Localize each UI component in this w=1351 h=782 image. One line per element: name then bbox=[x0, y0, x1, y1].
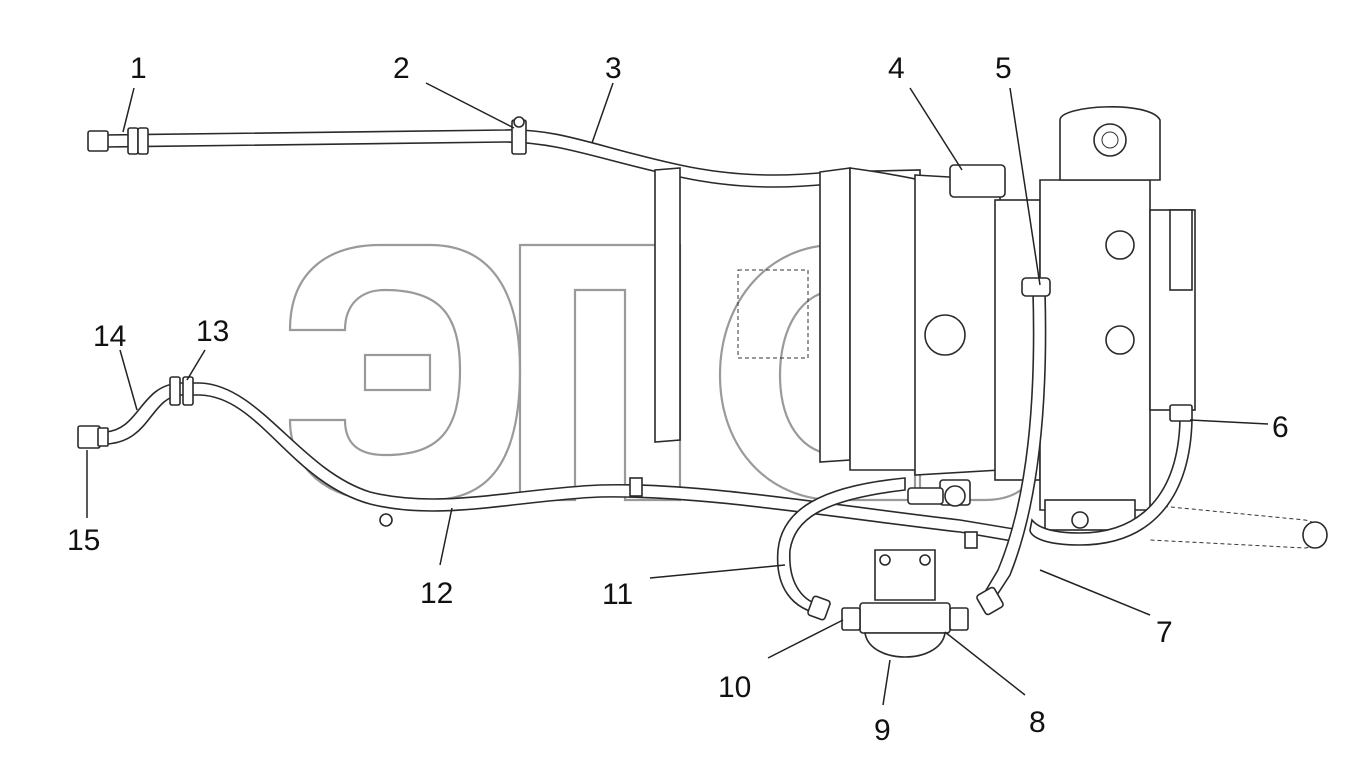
callout-6: 6 bbox=[1272, 411, 1289, 444]
callout-11: 11 bbox=[602, 578, 633, 611]
callout-4: 4 bbox=[888, 52, 905, 85]
callout-13: 13 bbox=[196, 315, 229, 348]
callout-12: 12 bbox=[420, 577, 453, 610]
callout-14: 14 bbox=[93, 320, 126, 353]
engine-block bbox=[654, 106, 1328, 549]
callout-2: 2 bbox=[393, 52, 410, 85]
callout-9: 9 bbox=[874, 714, 891, 747]
upper-fuel-line bbox=[87, 116, 921, 188]
leader-lines bbox=[86, 82, 1269, 706]
callout-8: 8 bbox=[1029, 706, 1046, 739]
callout-15: 15 bbox=[67, 524, 100, 557]
callout-1: 1 bbox=[130, 52, 147, 85]
callout-5: 5 bbox=[995, 52, 1012, 85]
callout-3: 3 bbox=[605, 52, 622, 85]
filter-hoses bbox=[776, 277, 1193, 658]
callout-10: 10 bbox=[718, 671, 751, 704]
callouts: 1 2 3 4 5 6 7 8 9 10 11 12 13 14 15 bbox=[67, 52, 1289, 747]
callout-7: 7 bbox=[1156, 616, 1173, 649]
